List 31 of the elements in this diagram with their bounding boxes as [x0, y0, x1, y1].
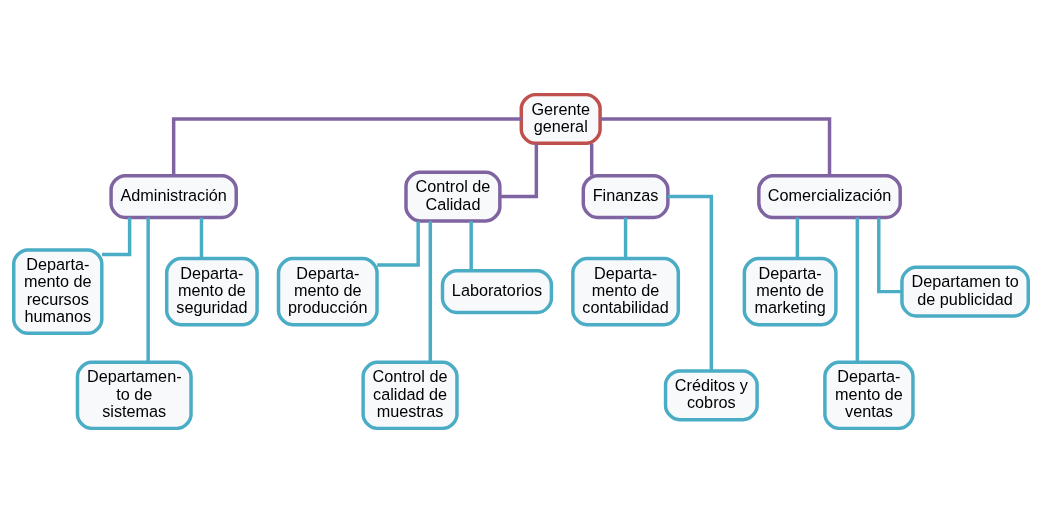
node-box: Laboratorios: [440, 269, 554, 315]
connector: [589, 143, 594, 176]
connector: [377, 221, 420, 267]
connector: [855, 217, 860, 363]
node-box: Finanzas: [581, 174, 670, 220]
node-box: Departamen- to de sistemas: [75, 360, 193, 431]
node-box: Departa- mento de producción: [276, 256, 379, 327]
connector: [667, 194, 714, 371]
connector: [600, 117, 832, 176]
connector: [171, 117, 522, 176]
node-box: Gerente general: [519, 92, 602, 146]
connector: [623, 217, 628, 259]
connector: [102, 217, 132, 257]
connector: [428, 221, 433, 363]
connector: [469, 221, 473, 271]
connector: [146, 217, 150, 363]
node-box: Departa- mento de contabilidad: [571, 256, 681, 327]
node-box: Departa- mento de marketing: [742, 256, 838, 327]
node-box: Departa- mento de seguridad: [164, 256, 259, 327]
connector: [500, 143, 539, 199]
node-box: Administración: [109, 174, 238, 220]
node-box: Departamen to de publicidad: [900, 265, 1030, 318]
connector: [795, 217, 800, 259]
node-box: Control de Calidad: [404, 170, 502, 223]
node-box: Comercialización: [757, 174, 902, 220]
connector: [199, 217, 204, 259]
node-box: Créditos y cobros: [663, 369, 759, 422]
node-box: Departa- mento de ventas: [823, 360, 915, 431]
connector: [877, 217, 902, 294]
node-box: Control de calidad de muestras: [361, 360, 459, 431]
node-box: Departa- mento de recursos humanos: [12, 248, 104, 336]
